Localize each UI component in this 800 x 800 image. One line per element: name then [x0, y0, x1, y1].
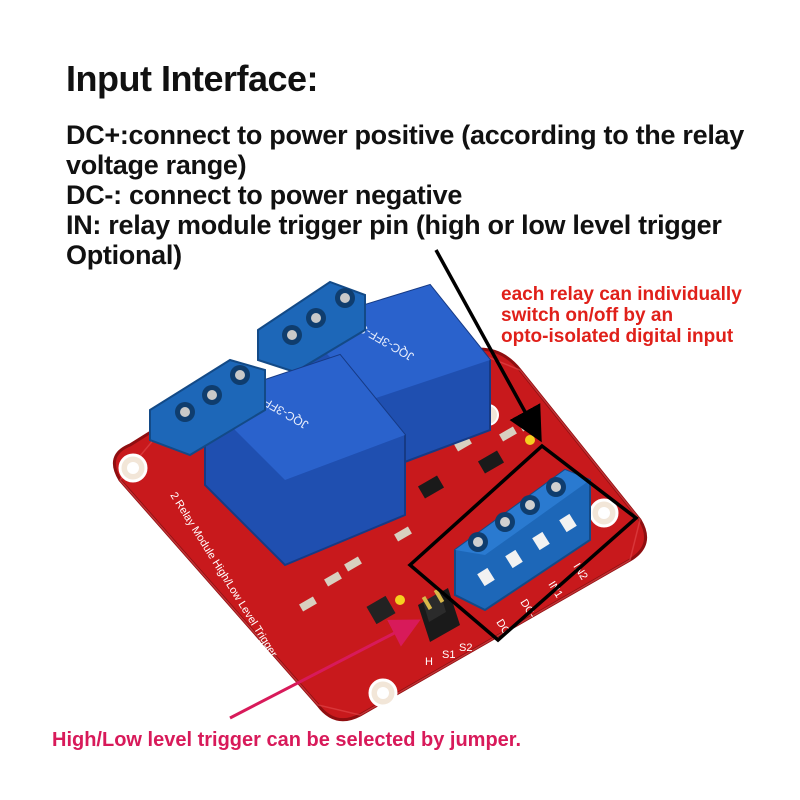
relay-note-line: opto-isolated digital input	[501, 326, 734, 347]
description-line: IN: relay module trigger pin (high or lo…	[66, 210, 722, 240]
jumper-labels: H S1 S2	[425, 642, 472, 668]
jumper-header	[418, 588, 460, 642]
relay-note: each relay can individually switch on/of…	[501, 284, 742, 347]
relay-note-line: each relay can individually	[501, 284, 742, 305]
relay-2-terminal	[257, 280, 366, 374]
page-title: Input Interface:	[66, 58, 319, 99]
input-highlight-box	[407, 443, 639, 643]
description-line: DC+:connect to power positive (according…	[66, 120, 744, 150]
jumper-arrow-icon	[229, 619, 421, 720]
pointer-arrow-icon	[434, 249, 542, 443]
description-line: Optional)	[66, 240, 182, 270]
relay-note-line: switch on/off by an	[501, 305, 674, 326]
description-line: DC-: connect to power negative	[66, 180, 463, 210]
label-h: H	[425, 656, 433, 668]
jumper-note: High/Low level trigger can be selected b…	[52, 729, 522, 751]
interface-description: DC+:connect to power positive (according…	[66, 120, 766, 270]
description-line: voltage range)	[66, 150, 247, 180]
input-terminal-block	[454, 468, 591, 612]
label-s1: S1	[442, 649, 455, 661]
relay-1-terminal	[149, 358, 266, 457]
label-s2: S2	[459, 642, 472, 654]
